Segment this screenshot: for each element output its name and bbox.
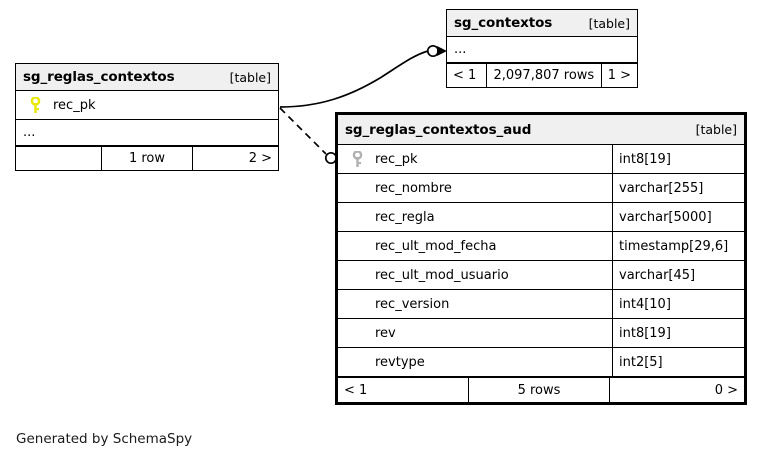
table-row[interactable]: rec_pk xyxy=(16,91,278,120)
footer-children-count[interactable]: 1 > xyxy=(600,64,637,87)
column-cell: rec_nombre xyxy=(338,174,612,202)
table-row[interactable]: rec_ult_mod_fecha timestamp[29,6] xyxy=(338,232,744,261)
table-row[interactable]: revtype int2[5] xyxy=(338,348,744,377)
table-row[interactable]: rec_version int4[10] xyxy=(338,290,744,319)
table-sg-reglas-contextos-aud[interactable]: sg_reglas_contextos_aud [table] rec_pk i… xyxy=(335,112,747,405)
table-kind-label: [table] xyxy=(229,69,271,85)
column-name: rec_pk xyxy=(375,151,418,167)
ellipsis-text: ... xyxy=(23,125,36,140)
column-type: timestamp[29,6] xyxy=(612,232,744,260)
column-type: varchar[5000] xyxy=(612,203,744,231)
footer-children-count[interactable]: 0 > xyxy=(609,378,744,402)
column-cell: rev xyxy=(338,319,612,347)
table-row[interactable]: rec_nombre varchar[255] xyxy=(338,174,744,203)
table-footer: < 1 2,097,807 rows 1 > xyxy=(447,63,637,87)
table-sg-reglas-contextos[interactable]: sg_reglas_contextos [table] rec_pk ... 1… xyxy=(15,63,279,171)
column-name: rev xyxy=(375,325,396,341)
table-row[interactable]: rec_pk int8[19] xyxy=(338,145,744,174)
table-title: sg_contextos xyxy=(454,15,553,31)
table-header: sg_reglas_contextos [table] xyxy=(16,64,278,91)
footer-row-count: 2,097,807 rows xyxy=(486,64,601,87)
primary-key-icon xyxy=(23,96,47,114)
column-name: rec_version xyxy=(375,296,450,312)
column-cell: rec_ult_mod_fecha xyxy=(338,232,612,260)
footer-parents-count[interactable] xyxy=(16,147,101,170)
table-sg-contextos[interactable]: sg_contextos [table] ... < 1 2,097,807 r… xyxy=(446,9,638,88)
column-cell: rec_version xyxy=(338,290,612,318)
footer-parents-count[interactable]: < 1 xyxy=(344,382,368,398)
table-footer: 1 row 2 > xyxy=(16,146,278,170)
column-type: varchar[45] xyxy=(612,261,744,289)
table-header: sg_contextos [table] xyxy=(447,10,637,37)
footer-row-count: 1 row xyxy=(101,147,192,170)
column-name: rec_ult_mod_usuario xyxy=(375,267,509,283)
column-name: rec_ult_mod_fecha xyxy=(375,238,497,254)
table-kind-label: [table] xyxy=(695,122,737,137)
table-row[interactable]: rec_ult_mod_usuario varchar[45] xyxy=(338,261,744,290)
table-title: sg_reglas_contextos_aud xyxy=(345,121,532,138)
column-cell: rec_ult_mod_usuario xyxy=(338,261,612,289)
column-type: int2[5] xyxy=(612,348,744,376)
column-cell: rec_regla xyxy=(338,203,612,231)
table-title: sg_reglas_contextos xyxy=(23,69,175,85)
ellipsis-text: ... xyxy=(454,42,467,57)
column-name: rec_pk xyxy=(53,97,96,113)
table-row[interactable]: rec_regla varchar[5000] xyxy=(338,203,744,232)
column-type: int8[19] xyxy=(612,319,744,347)
footer-parents-count[interactable]: < 1 xyxy=(453,68,477,83)
table-kind-label: [table] xyxy=(588,15,630,31)
table-footer: < 1 5 rows 0 > xyxy=(338,377,744,402)
column-name: rec_nombre xyxy=(375,180,452,196)
footer-children-count[interactable]: 2 > xyxy=(192,147,278,170)
column-type: varchar[255] xyxy=(612,174,744,202)
column-name: revtype xyxy=(375,354,425,370)
generated-by-credit: Generated by SchemaSpy xyxy=(16,431,193,447)
column-type: int8[19] xyxy=(612,145,744,173)
more-columns-indicator[interactable]: ... xyxy=(16,120,278,146)
edge-reglas-contextos-to-contextos xyxy=(279,44,447,108)
column-cell: rec_pk xyxy=(16,91,278,119)
column-cell: rec_pk xyxy=(338,145,612,173)
table-header: sg_reglas_contextos_aud [table] xyxy=(338,115,744,145)
column-type: int4[10] xyxy=(612,290,744,318)
more-columns-indicator[interactable]: ... xyxy=(447,37,637,63)
footer-row-count: 5 rows xyxy=(468,378,609,402)
column-name: rec_regla xyxy=(375,209,435,225)
primary-key-icon xyxy=(345,150,369,168)
column-cell: revtype xyxy=(338,348,612,376)
table-row[interactable]: rev int8[19] xyxy=(338,319,744,348)
